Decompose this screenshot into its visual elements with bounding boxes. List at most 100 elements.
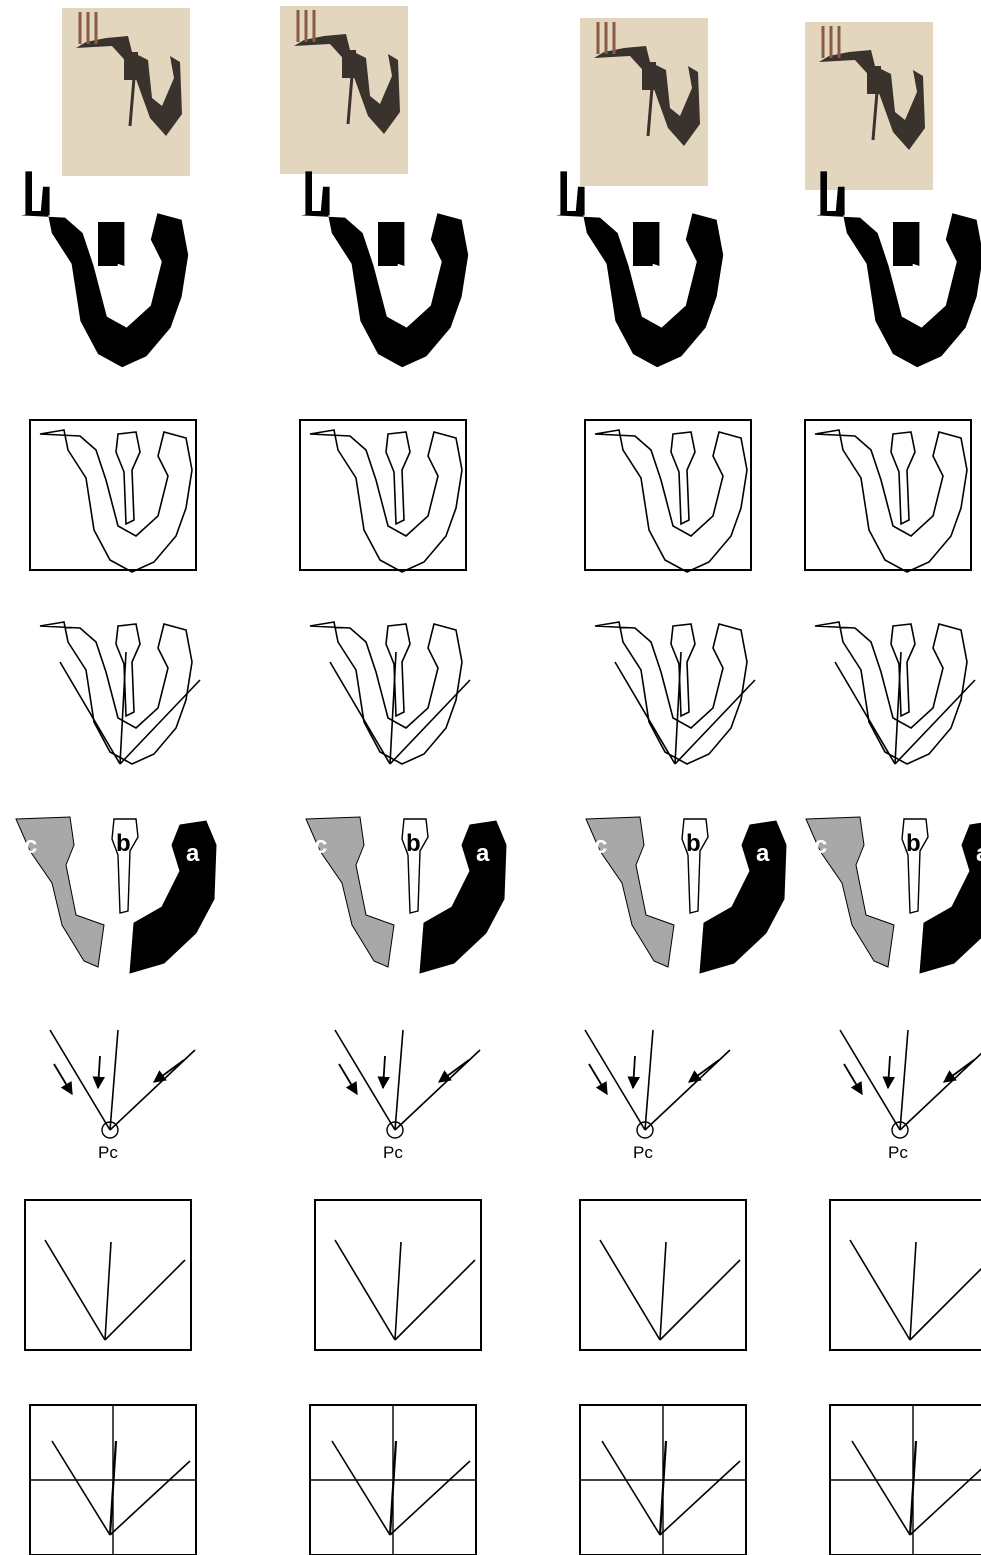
bounding-box [580,1200,746,1350]
outline-box-panel [805,420,971,572]
axis-right [660,1461,740,1535]
arrow-icon [154,1060,184,1082]
center-label: Pc [888,1143,908,1162]
outline-box-panel [585,420,751,572]
counter-gap [648,264,659,315]
photo-panel [280,6,408,174]
direction-axis-center [900,1030,908,1130]
axes-box-panel [830,1200,981,1350]
stroke-label-c: c [24,832,37,859]
counter-gap [908,264,919,315]
direction-axis-left [585,1030,645,1130]
axis-center [395,1242,401,1340]
stroke-label-b: b [686,830,701,857]
arrow-icon [844,1064,862,1094]
center-label: Pc [383,1143,403,1162]
decomposed-strokes-panel: abc [16,817,216,973]
axis-right [910,1260,981,1340]
inner-stroke-outline [671,432,695,524]
serif-mark [305,171,329,215]
inner-stroke-outline [891,432,915,524]
arrow-icon [689,1060,719,1082]
stroke-directions-panel: Pc [585,1030,730,1162]
axes-box-panel [580,1200,746,1350]
serif-mark [25,171,49,215]
inner-stroke-outline [116,624,140,716]
arrow-icon [383,1056,385,1088]
arrow-icon [54,1064,72,1094]
decomposed-strokes-panel: abc [806,817,981,973]
stroke-label-c: c [594,832,607,859]
decomposed-strokes-panel: abc [586,817,786,973]
axis-left [60,662,120,764]
axis-left [600,1240,660,1340]
axis-center [105,1242,111,1340]
direction-axis-center [110,1030,118,1130]
axis-left [852,1441,910,1535]
axis-right [895,680,975,764]
axis-right [105,1260,185,1340]
direction-axis-center [645,1030,653,1130]
shin-head-middle [633,222,659,266]
arrow-icon [888,1056,890,1088]
stroke-directions-panel: Pc [840,1030,981,1162]
stroke-a-shape [130,821,216,973]
bounding-box [30,420,196,570]
arrow-icon [98,1056,100,1088]
stroke-label-c: c [814,832,827,859]
stroke-directions-panel: Pc [50,1030,195,1162]
shin-head-middle [893,222,919,266]
bounding-box [805,420,971,570]
stroke-label-c: c [314,832,327,859]
silhouette-panel [21,171,188,367]
outline-axes-panel [40,622,200,764]
bounding-box [315,1200,481,1350]
outline-axes-panel [595,622,755,764]
axes-box-panel [25,1200,191,1350]
inner-stroke-outline [386,624,410,716]
axis-right [395,1260,475,1340]
axis-left [52,1441,110,1535]
stroke-a-shape [700,821,786,973]
stroke-label-b: b [906,830,921,857]
axis-right [390,680,470,764]
inner-stroke-outline [386,432,410,524]
column-2: a b cPc [280,6,506,1555]
stroke-directions-panel: Pc [335,1030,480,1162]
axis-right [390,1461,470,1535]
direction-axis-left [50,1030,110,1130]
arrow-icon [339,1064,357,1094]
bounding-box [300,420,466,570]
silhouette-panel [301,171,468,367]
shin-head-middle [642,62,656,90]
axis-center [660,1242,666,1340]
photo-panel [805,22,933,190]
axis-left [850,1240,910,1340]
stroke-label-b: b [406,830,421,857]
direction-axis-center [395,1030,403,1130]
silhouette-panel [816,171,981,367]
axis-left [835,662,895,764]
stroke-label-a: a [476,840,490,867]
axis-right [110,1461,190,1535]
axis-right [660,1260,740,1340]
silhouette-panel [556,171,723,367]
bounding-box [830,1200,981,1350]
axes-quartered-box-panel [830,1405,981,1555]
counter-gap [393,264,404,315]
axis-left [615,662,675,764]
axes-quartered-box-panel [580,1405,746,1555]
outline-box-panel [30,420,196,572]
shin-head-middle [98,222,124,266]
direction-axis-right [900,1050,981,1130]
center-label: Pc [633,1143,653,1162]
axis-left [330,662,390,764]
shin-head-middle [124,52,138,80]
axis-center [910,1242,916,1340]
inner-stroke-outline [116,432,140,524]
axes-quartered-box-panel [310,1405,476,1555]
